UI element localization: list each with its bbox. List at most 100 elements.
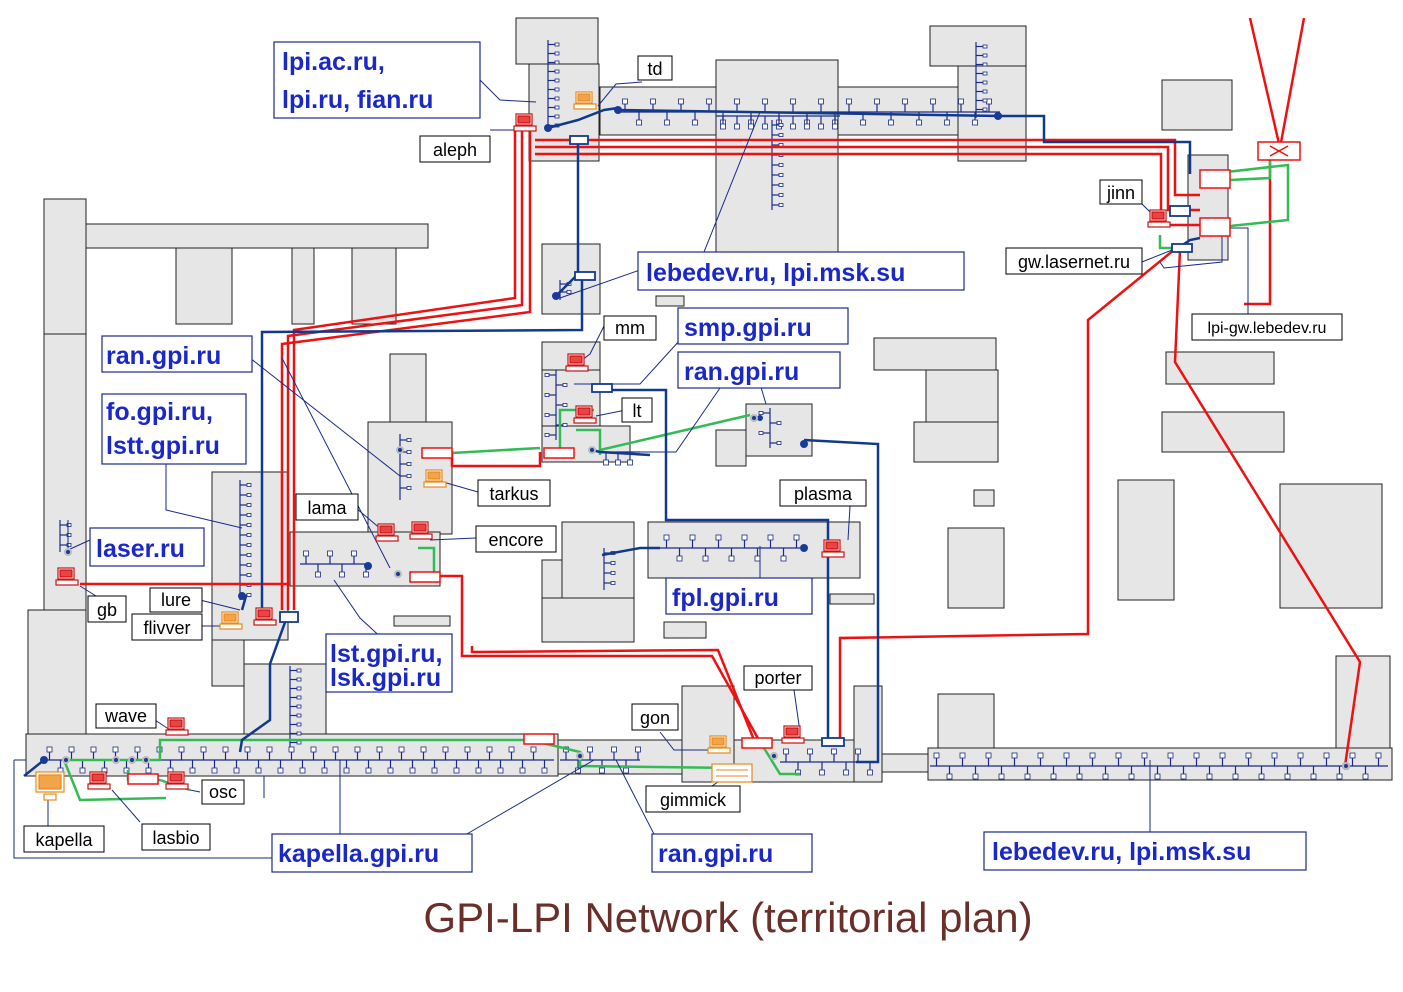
building (243, 663, 327, 735)
domain-label-text: lpi.ac.ru, (282, 48, 385, 76)
coax-line (238, 613, 290, 753)
bus-segment (867, 769, 873, 776)
bus-segment (793, 534, 800, 541)
bus-segment (544, 433, 550, 437)
bus-segment (296, 704, 302, 709)
hub (552, 292, 560, 300)
domain-label-text: fpl.gpi.ru (672, 584, 779, 612)
domain-label-text: ran.gpi.ru (106, 342, 221, 370)
hub (994, 112, 1002, 120)
bus-segment (431, 767, 438, 774)
repeater (1169, 205, 1191, 217)
cisco-router (1199, 169, 1231, 189)
bus-segment (741, 534, 748, 541)
computer-icon (513, 113, 537, 132)
bus-segment (982, 80, 988, 85)
cisco-router (1199, 217, 1231, 237)
hub-gray (576, 752, 584, 760)
bus-segment (363, 571, 369, 578)
bus-segment (734, 98, 740, 105)
bus-segment (1219, 752, 1226, 759)
bus-segment (1011, 752, 1018, 759)
converter (523, 733, 555, 745)
computer-icon (573, 91, 597, 110)
building (957, 65, 1027, 162)
bus-segment (758, 431, 764, 435)
x-icon (1269, 145, 1289, 157)
bus-segment (544, 373, 550, 377)
host-label-lama: lama (295, 493, 359, 521)
printer-icon (711, 763, 753, 783)
bus-segment (982, 71, 988, 76)
bus-segment (562, 403, 568, 407)
hub (800, 544, 808, 552)
bus-segment (354, 746, 361, 753)
leader-line (597, 81, 643, 107)
bus-segment (728, 555, 735, 562)
fiber-line (286, 130, 524, 610)
leader-line (281, 357, 391, 569)
hub-gray (750, 414, 758, 422)
bus-segment (246, 483, 252, 487)
host-label-lure: lure (149, 587, 203, 613)
host-label-text: encore (488, 530, 543, 550)
bus-segment (818, 123, 824, 130)
bus-segment (554, 105, 560, 110)
bus-segment (1076, 773, 1083, 780)
bus-segment (1362, 773, 1369, 780)
bus-segment (818, 98, 824, 105)
domain-label-text: smp.gpi.ru (684, 314, 812, 342)
computers (35, 91, 1171, 801)
bus-segment (406, 438, 412, 442)
bus-segment (933, 752, 940, 759)
host-label-text: wave (104, 706, 147, 726)
bus-segment (610, 581, 616, 585)
computer-icon (409, 521, 433, 540)
hub (238, 592, 246, 600)
host-label-td: td (637, 55, 673, 81)
bus-segment (972, 119, 978, 126)
leader-line (615, 759, 657, 839)
leader-line (13, 760, 272, 859)
building (873, 337, 997, 371)
host-label-gimmick: gimmick (645, 785, 741, 813)
repeater (574, 271, 596, 281)
building (43, 198, 87, 335)
host-label-text: osc (209, 782, 237, 802)
bus-segment (1193, 752, 1200, 759)
network-devices (127, 135, 1301, 785)
host-label-text: gb (97, 600, 117, 620)
domain-label-fpl-gpi-ru: fpl.gpi.ru (665, 577, 813, 615)
fiber-line (280, 130, 532, 610)
leader-line (165, 460, 243, 529)
bus-segment (255, 767, 262, 774)
bus-segment (66, 543, 72, 547)
bus-segment (762, 98, 768, 105)
building (1165, 351, 1275, 385)
bus-segment (664, 119, 670, 126)
bus-segment (1037, 752, 1044, 759)
host-label-text: kapella (35, 830, 93, 850)
leader-line (595, 409, 627, 417)
bus-segment (1115, 752, 1122, 759)
bus-segment (365, 767, 372, 774)
domain-label-text: lpi.ru, fian.ru (282, 86, 433, 114)
bus-segment (972, 773, 979, 780)
hub-gray (1342, 762, 1350, 770)
bus-segment (982, 62, 988, 67)
bus-segment (178, 746, 185, 753)
bus-segment (79, 767, 86, 774)
host-label-text: gw.lasernet.ru (1018, 252, 1130, 272)
hub-dots (40, 106, 1350, 770)
building (925, 369, 999, 423)
host-label-text: lpi-gw.lebedev.ru (1208, 320, 1327, 337)
coax-line (260, 276, 584, 610)
host-labels: td aleph jinn gw.lasernet.ru lpi-gw.lebe… (23, 55, 1343, 853)
bus-segment (376, 746, 383, 753)
host-label-lasbio: lasbio (141, 823, 211, 851)
bus-segment (959, 752, 966, 759)
bus-segment (453, 767, 460, 774)
bus-segment (296, 740, 302, 745)
bus-segment (946, 773, 953, 780)
bus-segment (562, 383, 568, 387)
